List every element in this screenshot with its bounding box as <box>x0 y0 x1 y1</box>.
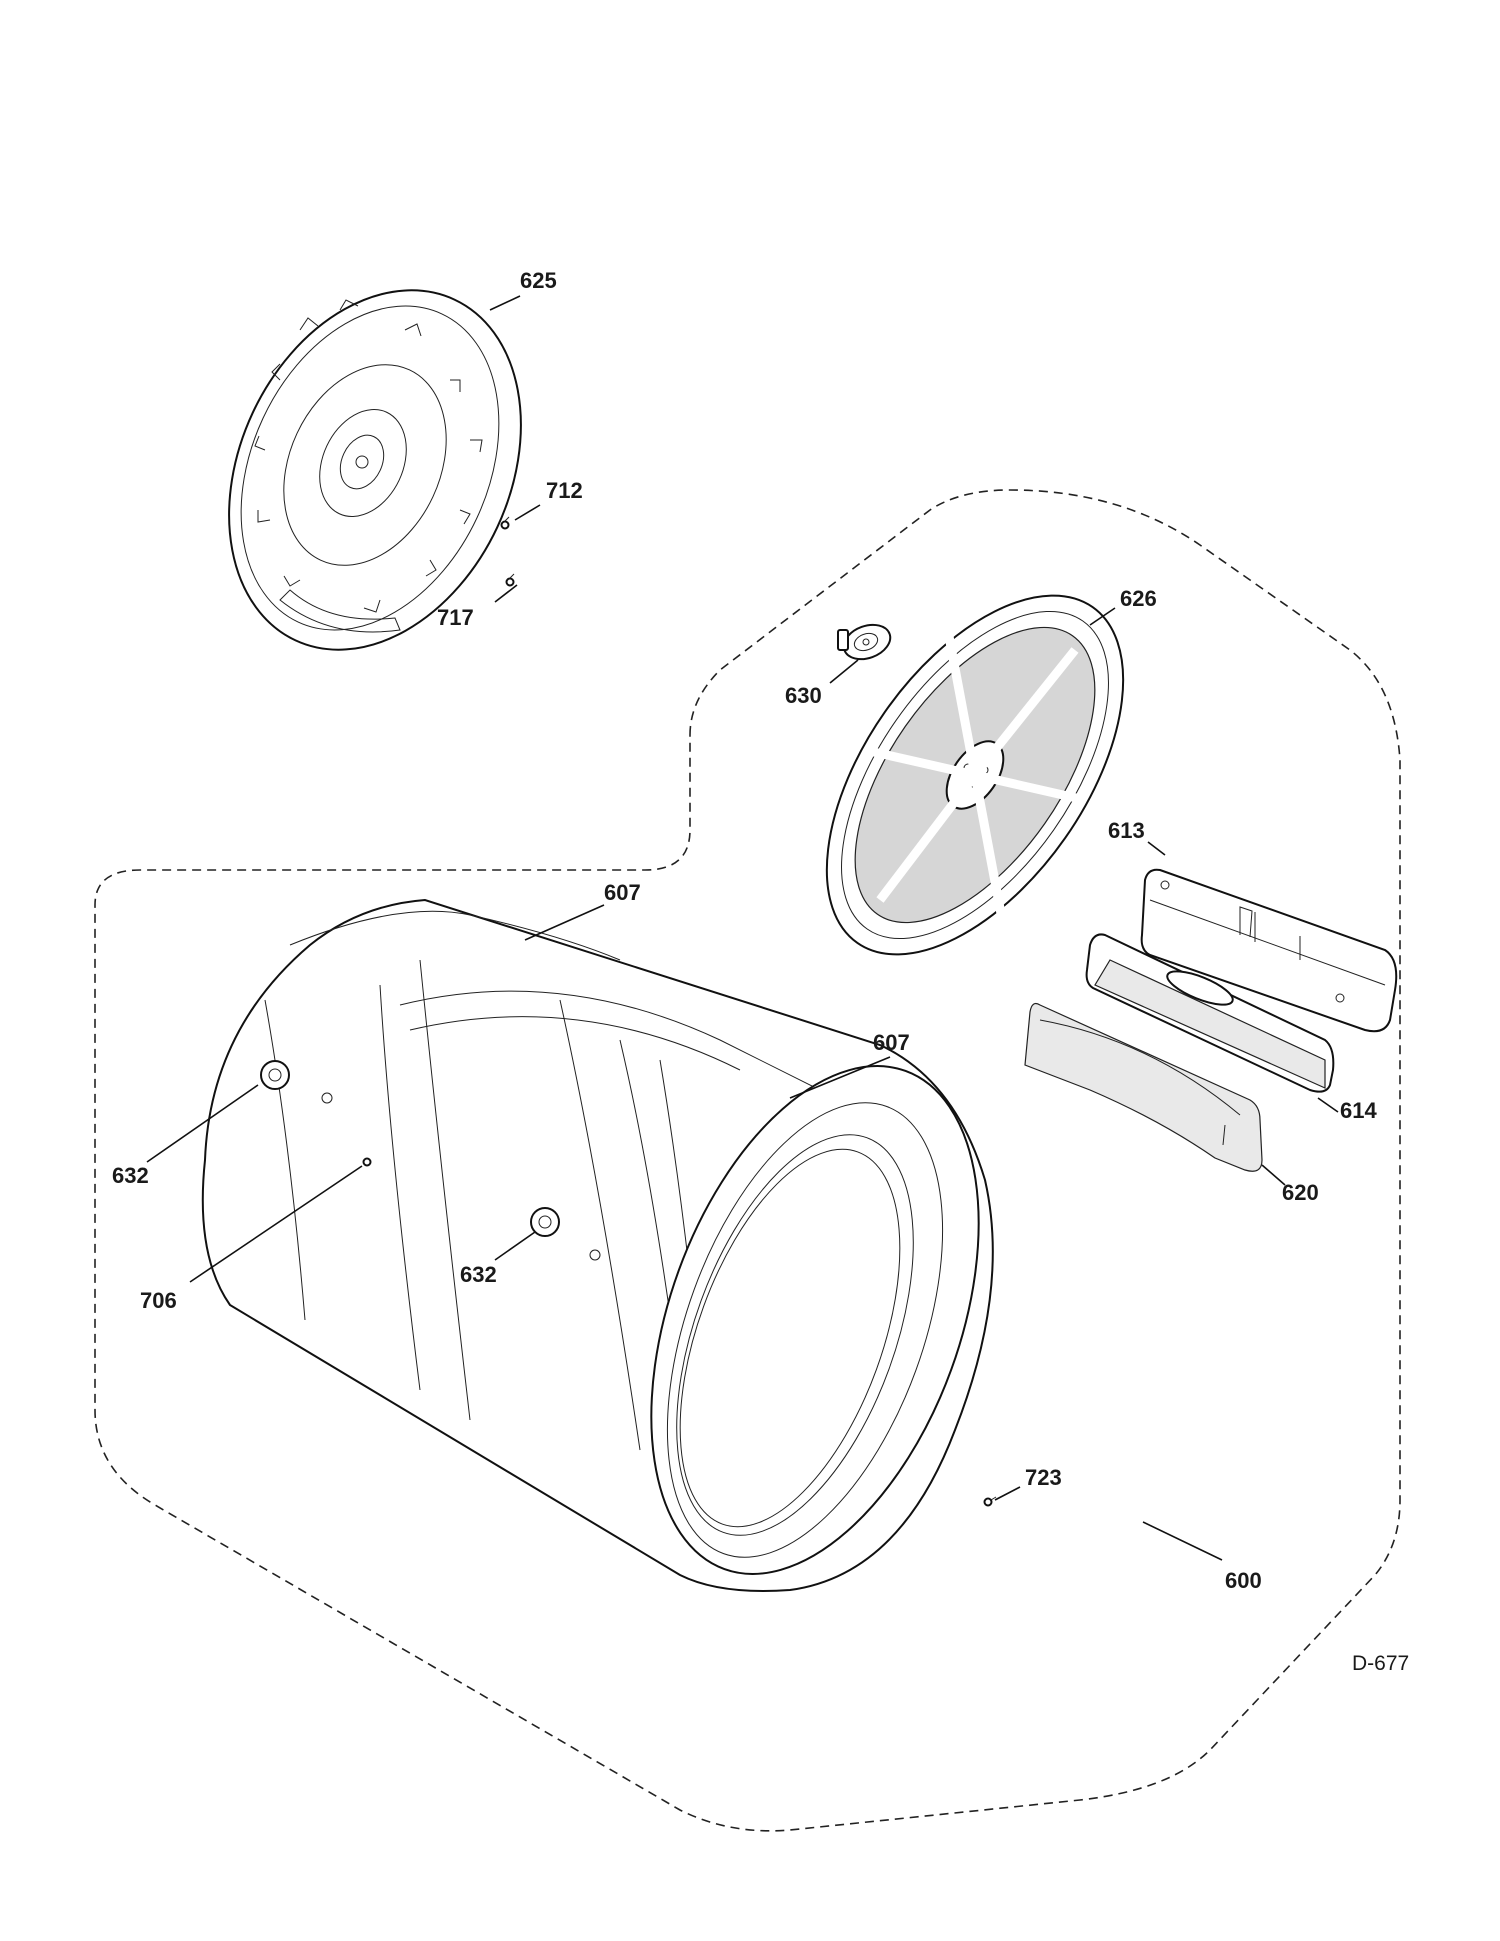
callout-613: 613 <box>1108 818 1145 843</box>
screw-712 <box>500 516 510 530</box>
diagram-code: D-677 <box>1352 1652 1409 1675</box>
leader-lines <box>146 295 1339 1561</box>
callout-625: 625 <box>520 268 557 293</box>
callout-630: 630 <box>785 683 822 708</box>
baffle-613 <box>1140 868 1398 1033</box>
screw-717 <box>505 573 515 587</box>
assembly-boundary-600 <box>94 489 1401 1832</box>
callout-620: 620 <box>1282 1180 1319 1205</box>
drum-607 <box>201 898 994 1592</box>
screw-723 <box>983 1496 997 1507</box>
baffle-614 <box>1085 933 1335 1093</box>
callout-717: 717 <box>437 605 474 630</box>
callout-607-top: 607 <box>604 880 641 905</box>
rear-bulkhead-625 <box>228 289 522 651</box>
callout-723: 723 <box>1025 1465 1062 1490</box>
perforated-back-panel-626 <box>825 594 1125 956</box>
callout-626: 626 <box>1120 586 1157 611</box>
callout-labels: 625 712 717 626 630 613 607 607 614 632 … <box>112 268 1409 1675</box>
callout-614: 614 <box>1340 1098 1377 1123</box>
callout-706: 706 <box>140 1288 177 1313</box>
callout-712: 712 <box>546 478 583 503</box>
baffle-620 <box>1024 1002 1263 1172</box>
bearing-hub-630 <box>837 623 892 661</box>
callout-600: 600 <box>1225 1568 1262 1593</box>
callout-632-right: 632 <box>460 1262 497 1287</box>
callout-607-mid: 607 <box>873 1030 910 1055</box>
screw-706 <box>362 1157 372 1167</box>
callout-632-left: 632 <box>112 1163 149 1188</box>
